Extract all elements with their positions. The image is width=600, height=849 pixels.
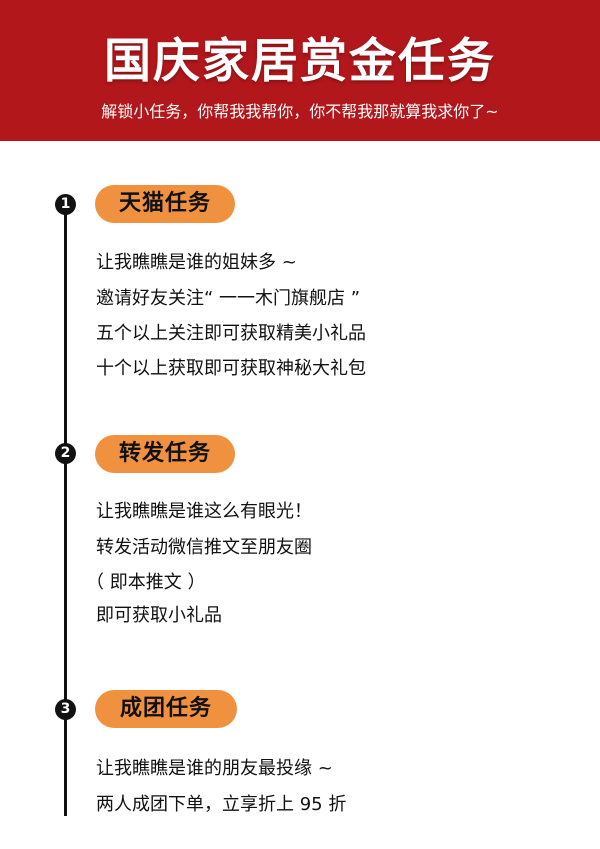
task-3-line-2: 两人成团下单，立享折上 95 折: [96, 794, 347, 815]
task-pill-share: 转发任务: [95, 435, 235, 473]
task-1-line-3: 五个以上关注即可获取精美小礼品: [96, 323, 366, 344]
header-banner: 国庆家居赏金任务 解锁小任务，你帮我我帮你，你不帮我那就算我求你了~: [0, 0, 600, 141]
task-2-line-3: （ 即本推文 ）: [86, 572, 206, 593]
task-3-line-1: 让我瞧瞧是谁的朋友最投缘 ~: [96, 758, 333, 779]
step-number-2: 2: [55, 443, 76, 464]
task-pill-tmall: 天猫任务: [95, 185, 235, 223]
task-2-line-1: 让我瞧瞧是谁这么有眼光！: [96, 501, 312, 522]
step-number-3: 3: [55, 699, 76, 720]
timeline-line: [64, 196, 67, 816]
page-title: 国庆家居赏金任务: [104, 34, 496, 89]
task-2-line-2: 转发活动微信推文至朋友圈: [96, 537, 312, 558]
page-subtitle: 解锁小任务，你帮我我帮你，你不帮我那就算我求你了~: [101, 102, 499, 121]
step-number-1: 1: [55, 194, 76, 215]
task-1-line-4: 十个以上获取即可获取神秘大礼包: [96, 358, 366, 379]
task-1-line-2: 邀请好友关注“ 一一木门旗舰店 ”: [96, 288, 361, 309]
task-2-line-4: 即可获取小礼品: [96, 605, 222, 626]
task-pill-group: 成团任务: [95, 690, 237, 728]
task-1-line-1: 让我瞧瞧是谁的姐妹多 ~: [96, 252, 297, 273]
